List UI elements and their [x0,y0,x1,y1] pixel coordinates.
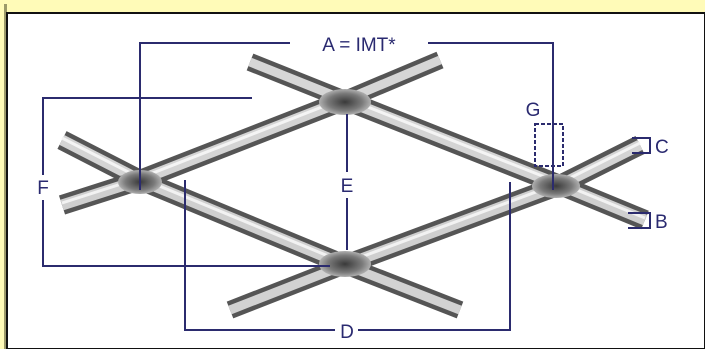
bond-right [532,174,580,198]
dim-g-box [534,123,564,167]
dim-d-right [358,182,511,331]
label-c: C [655,137,669,158]
dim-f-bottom [42,200,330,267]
dim-c-bracket [632,137,651,154]
dim-a-right [428,42,554,190]
bond-bottom [319,251,371,277]
label-a: A = IMT* [322,35,396,56]
mesh-bonds [118,89,580,277]
dimension-lines [42,42,651,331]
dim-b-bracket [628,212,651,229]
dim-a-left [139,42,290,190]
frame-shadow [4,4,7,349]
label-f: F [37,178,49,199]
bond-top [319,89,371,115]
label-b: B [655,212,668,233]
dim-d-left [184,180,335,331]
label-e: E [341,176,354,197]
label-g: G [526,100,541,121]
label-d: D [340,322,354,343]
dim-f-top [42,97,252,175]
